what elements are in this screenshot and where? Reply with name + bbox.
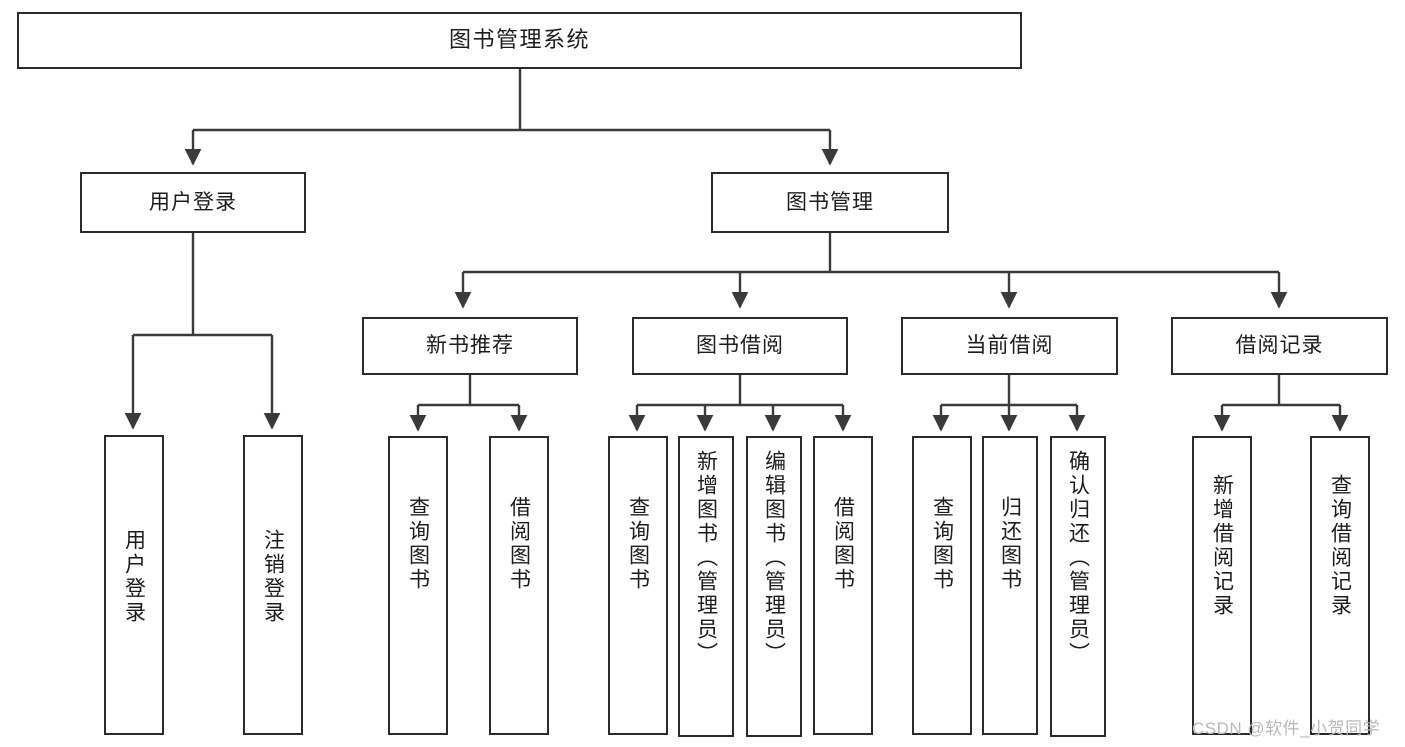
node-new-book-recommend[interactable]: 新书推荐 <box>362 317 578 375</box>
leaf-edit-book-admin[interactable]: 编辑图书（管理员） <box>746 436 802 737</box>
leaf-query-borrow-record[interactable]: 查询借阅记录 <box>1310 436 1370 735</box>
node-user-login[interactable]: 用户登录 <box>80 172 306 233</box>
leaf-add-borrow-record[interactable]: 新增借阅记录 <box>1192 436 1252 735</box>
node-label: 图书管理系统 <box>448 27 590 53</box>
node-label: 新书推荐 <box>426 334 514 358</box>
node-borrow-record[interactable]: 借阅记录 <box>1171 317 1388 375</box>
leaf-borrow-query-book[interactable]: 查询图书 <box>608 436 668 735</box>
leaf-confirm-return-admin[interactable]: 确认归还（管理员） <box>1050 436 1106 737</box>
leaf-recommend-borrow-book[interactable]: 借阅图书 <box>489 436 549 735</box>
node-label: 查询图书 <box>406 496 430 592</box>
node-label: 新增借阅记录 <box>1210 474 1234 618</box>
node-label: 确认归还（管理员） <box>1066 450 1090 666</box>
node-book-management[interactable]: 图书管理 <box>711 172 949 233</box>
node-label: 新增图书（管理员） <box>694 450 718 666</box>
node-book-borrow[interactable]: 图书借阅 <box>632 317 848 375</box>
leaf-user-login[interactable]: 用户登录 <box>104 435 164 735</box>
leaf-borrow-borrow-book[interactable]: 借阅图书 <box>813 436 873 735</box>
node-label: 用户登录 <box>122 529 146 625</box>
node-root-library-management-system[interactable]: 图书管理系统 <box>17 12 1022 69</box>
node-label: 当前借阅 <box>965 334 1054 358</box>
node-label: 查询借阅记录 <box>1328 474 1352 618</box>
node-label: 图书借阅 <box>696 334 784 358</box>
leaf-recommend-query-book[interactable]: 查询图书 <box>388 436 448 735</box>
node-label: 查询图书 <box>626 496 650 592</box>
leaf-current-query-book[interactable]: 查询图书 <box>912 436 972 735</box>
leaf-add-book-admin[interactable]: 新增图书（管理员） <box>678 436 734 737</box>
node-label: 用户登录 <box>149 190 237 214</box>
node-label: 图书管理 <box>786 190 874 214</box>
node-label: 查询图书 <box>930 496 954 592</box>
leaf-logout[interactable]: 注销登录 <box>243 435 303 735</box>
node-label: 借阅记录 <box>1235 334 1324 358</box>
node-label: 注销登录 <box>261 529 285 625</box>
node-label: 借阅图书 <box>831 496 855 592</box>
node-current-borrow[interactable]: 当前借阅 <box>901 317 1118 375</box>
node-label: 借阅图书 <box>507 496 531 592</box>
leaf-return-book[interactable]: 归还图书 <box>982 436 1038 735</box>
node-label: 归还图书 <box>998 496 1022 592</box>
node-label: 编辑图书（管理员） <box>762 450 786 666</box>
